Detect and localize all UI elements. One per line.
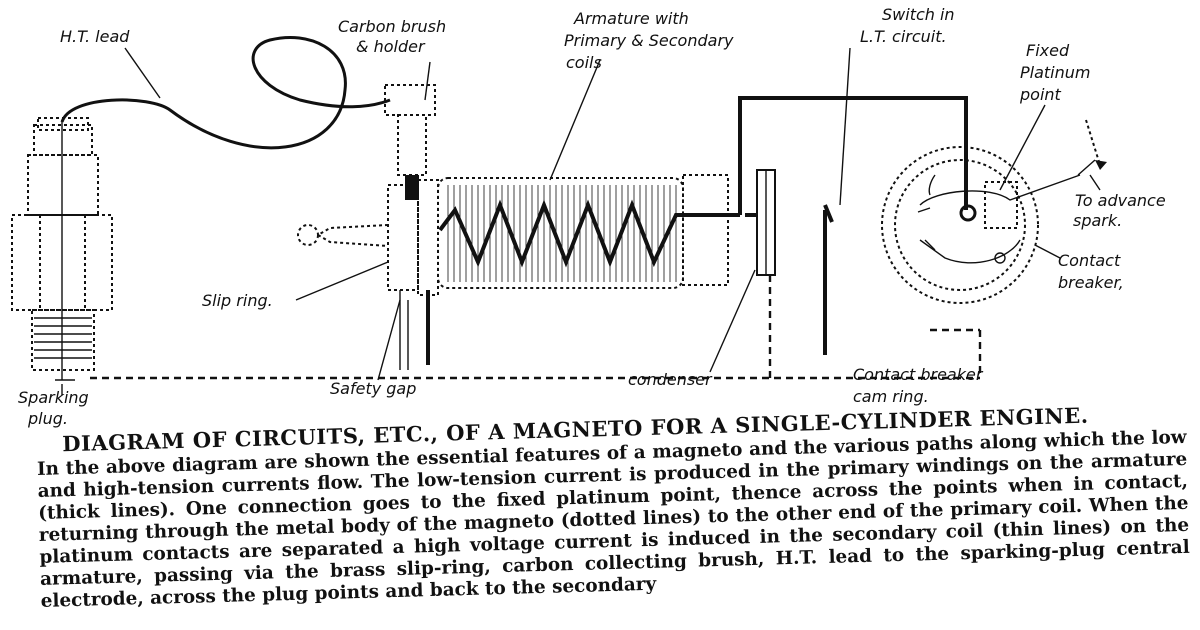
label-switch-1: Switch in xyxy=(882,5,955,24)
slip-ring-assembly xyxy=(297,179,439,370)
earth-return xyxy=(90,275,982,380)
label-sparking-plug-2: plug. xyxy=(27,409,68,428)
label-sparking-plug-1: Sparking xyxy=(18,388,89,407)
label-fixed-1: Fixed xyxy=(1026,41,1070,60)
ht-lead xyxy=(60,35,391,150)
label-ht-lead: H.T. lead xyxy=(60,27,130,46)
magneto-circuit-diagram: H.T. lead Carbon brush & holder Armature… xyxy=(11,5,1166,428)
sparking-plug xyxy=(11,117,113,395)
label-cam-ring-1: Contact breaker xyxy=(853,365,984,384)
label-fixed-3: point xyxy=(1019,85,1062,104)
label-safety-gap: Safety gap xyxy=(330,379,416,398)
leader-lines xyxy=(124,47,1061,381)
label-carbon-brush-1: Carbon brush xyxy=(338,17,446,36)
contact-breaker xyxy=(881,119,1107,304)
label-armature-2: Primary & Secondary xyxy=(564,31,734,50)
armature-coil xyxy=(437,174,740,289)
label-switch-2: L.T. circuit. xyxy=(860,27,947,46)
label-contact-breaker-1: Contact xyxy=(1058,251,1121,270)
label-advance-2: spark. xyxy=(1073,211,1122,230)
label-advance-1: To advance xyxy=(1075,191,1166,210)
carbon-brush-holder xyxy=(384,84,436,200)
caption-body: In the above diagram are shown the essen… xyxy=(36,426,1190,612)
caption: DIAGRAM OF CIRCUITS, ETC., OF A MAGNETO … xyxy=(36,400,1191,613)
condenser xyxy=(745,169,776,276)
label-cam-ring-2: cam ring. xyxy=(853,387,929,406)
label-carbon-brush-2: & holder xyxy=(356,37,426,56)
label-contact-breaker-2: breaker, xyxy=(1058,273,1124,292)
lt-circuit xyxy=(738,96,968,215)
labels: H.T. lead Carbon brush & holder Armature… xyxy=(18,5,1166,428)
label-armature-1: Armature with xyxy=(573,9,689,28)
label-condenser: condenser xyxy=(628,370,713,389)
label-slip-ring: Slip ring. xyxy=(202,291,273,310)
label-armature-3: coils xyxy=(566,53,602,72)
label-fixed-2: Platinum xyxy=(1020,63,1090,82)
